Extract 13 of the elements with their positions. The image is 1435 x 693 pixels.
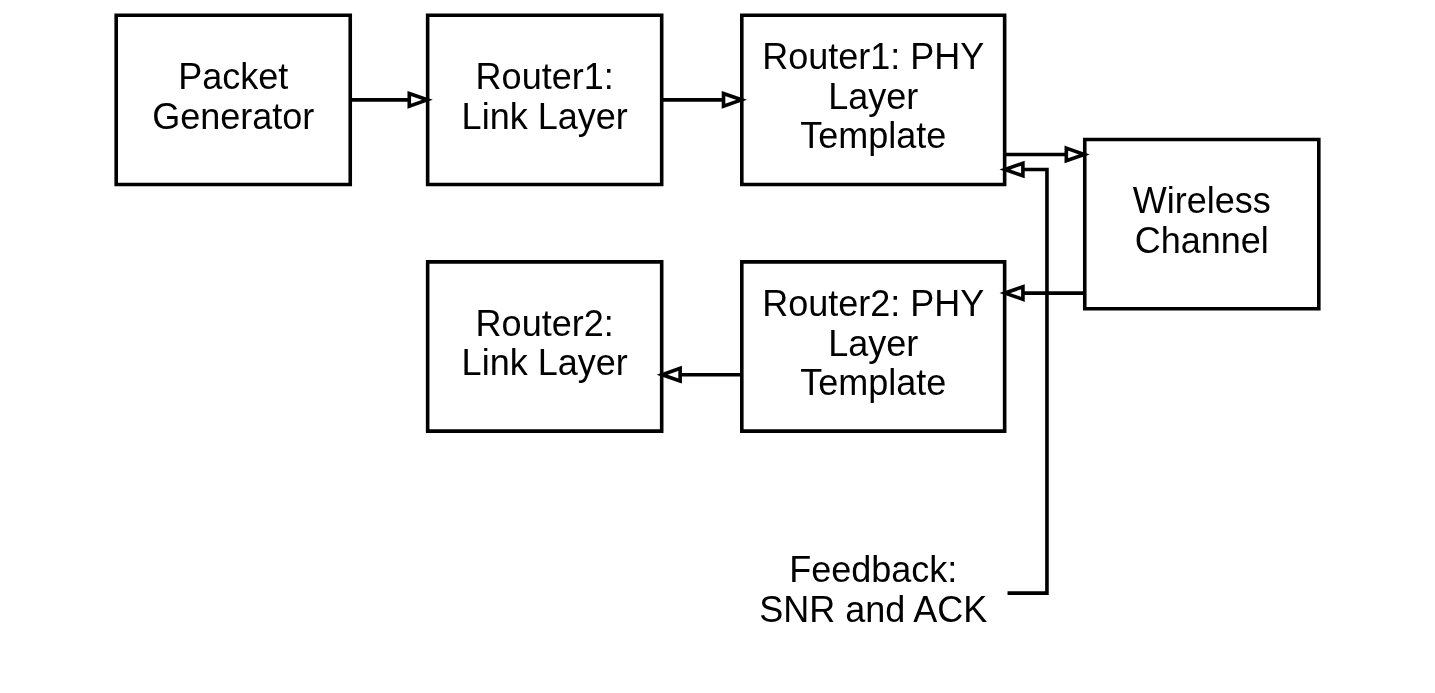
arrow (656, 365, 742, 384)
arrow (1004, 145, 1090, 164)
node-box: Router1: PHY Layer Template (740, 13, 1007, 187)
node-box: Router2: PHY Layer Template (740, 260, 1007, 433)
node-box: Router1: Link Layer (425, 13, 664, 187)
node-text: Feedback: SNR and ACK (759, 549, 988, 630)
node-box: Wireless Channel (1082, 137, 1321, 311)
node-box: Router2: Link Layer (425, 260, 664, 433)
arrow (999, 284, 1085, 302)
arrow (999, 160, 1049, 595)
arrow (661, 91, 747, 109)
node-box: Packet Generator (114, 13, 353, 187)
arrow (350, 91, 433, 109)
